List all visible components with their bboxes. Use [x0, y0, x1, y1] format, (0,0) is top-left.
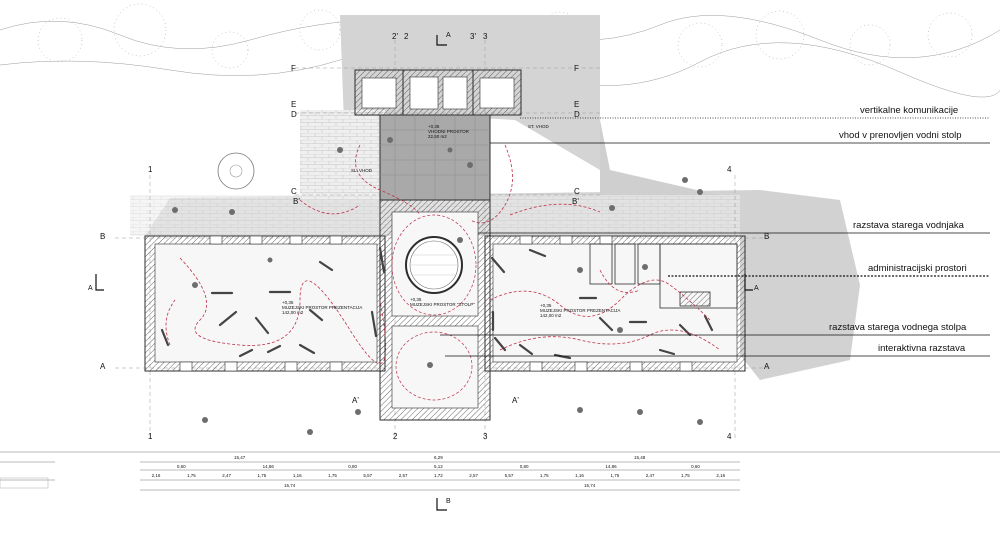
axis-4-top: 4 [727, 165, 732, 174]
axis-3-bottom: 3 [483, 432, 488, 441]
dimension-value: 5,12 [434, 464, 443, 469]
axis-b-prime-left: B' [293, 197, 300, 206]
legend-administration: administracijski prostori [868, 263, 967, 274]
dimension-value: 0,60 [176, 464, 186, 469]
dimension-value: 15,74 [584, 483, 596, 488]
axis-a-right: A [764, 362, 770, 371]
dimension-value: 14,86 [605, 464, 617, 469]
dimension-value: 15,48 [634, 455, 646, 460]
axis-1-top: 1 [148, 165, 153, 174]
legend-old-tower-exhibition: razstava starega vodnega stolpa [829, 322, 967, 333]
axis-f-left: F [291, 64, 296, 73]
legend-vertical-communications: vertikalne komunikacije [860, 105, 959, 116]
entry-tag-right: ST. VHOD [528, 124, 549, 129]
dimension-value: 5,57 [363, 473, 373, 478]
dimension-value: 2,16 [716, 473, 726, 478]
cut-label-right: A [754, 285, 759, 292]
cut-label-top: A [446, 32, 451, 39]
axis-e-left: E [291, 100, 297, 109]
dimension-value: 15,47 [234, 455, 246, 460]
axis-1-bottom: 1 [148, 432, 153, 441]
axis-c-left: C [291, 187, 297, 196]
dimension-value: 1,72 [434, 473, 443, 478]
dimension-value: 1,16 [292, 473, 302, 478]
cut-label-bottom: B [446, 498, 451, 505]
outdoor-well-circle [217, 152, 255, 190]
dimension-value: 1,75 [681, 473, 690, 478]
dimension-value: 0,80 [519, 464, 529, 469]
axis-2-top: 2 [404, 32, 409, 41]
legend-leaders [440, 117, 990, 357]
dimension-value: 15,74 [284, 483, 296, 488]
legend-interactive-exhibition: interaktivna razstava [878, 343, 966, 354]
visitor-path [165, 144, 721, 364]
axis-a-prime-right: A' [512, 396, 519, 405]
dimension-value: 2,47 [222, 473, 231, 478]
legend-tower-entrance: vhod v prenovljen vodni stolp [839, 130, 962, 141]
cut-marks [95, 35, 753, 511]
axis-a-left: A [100, 362, 106, 371]
dimension-value: 1,75 [539, 473, 549, 478]
dimension-value: 1,75 [257, 473, 267, 478]
dimension-value: 2,57 [469, 473, 479, 478]
axis-d-right: D [574, 110, 580, 119]
entry-tag-left: SL. VHOD [351, 168, 373, 173]
axis-3-prime-top: 3' [470, 32, 476, 41]
axis-d-left: D [291, 110, 297, 119]
axis-e-right: E [574, 100, 580, 109]
cut-label-left: A [88, 285, 93, 292]
dimension-value: 1,75 [610, 473, 620, 478]
main-building [144, 199, 746, 421]
exhibit-panels [160, 246, 714, 360]
dimension-value: 2,57 [398, 473, 408, 478]
axis-2-bottom: 2 [393, 432, 398, 441]
dimension-value: 6,29 [434, 455, 443, 460]
dimension-lines [0, 451, 1000, 491]
axis-4-bottom: 4 [727, 432, 732, 441]
dimension-value: 14,86 [262, 464, 274, 469]
dimension-value: 1,16 [575, 473, 584, 478]
dimension-value: 5,57 [504, 473, 514, 478]
axis-b-prime-right: B' [572, 197, 579, 206]
axis-c-right: C [574, 187, 580, 196]
axis-2-prime-top: 2' [392, 32, 398, 41]
axis-b-right: B [764, 232, 770, 241]
axis-b-left: B [100, 232, 106, 241]
axis-f-right: F [574, 64, 579, 73]
dimension-value: 1,75 [186, 473, 196, 478]
dimension-value: 0,80 [348, 464, 358, 469]
dimension-value: 2,47 [645, 473, 655, 478]
dimension-value: 1,75 [328, 473, 337, 478]
people-icons [172, 137, 703, 435]
axis-a-prime-left: A' [352, 396, 359, 405]
legend-old-well-exhibition: razstava starega vodnjaka [853, 220, 964, 231]
dimension-value: 0,60 [691, 464, 700, 469]
axis-3-top: 3 [483, 32, 488, 41]
dimension-value: 2,16 [151, 473, 161, 478]
stair-towers [354, 69, 522, 116]
